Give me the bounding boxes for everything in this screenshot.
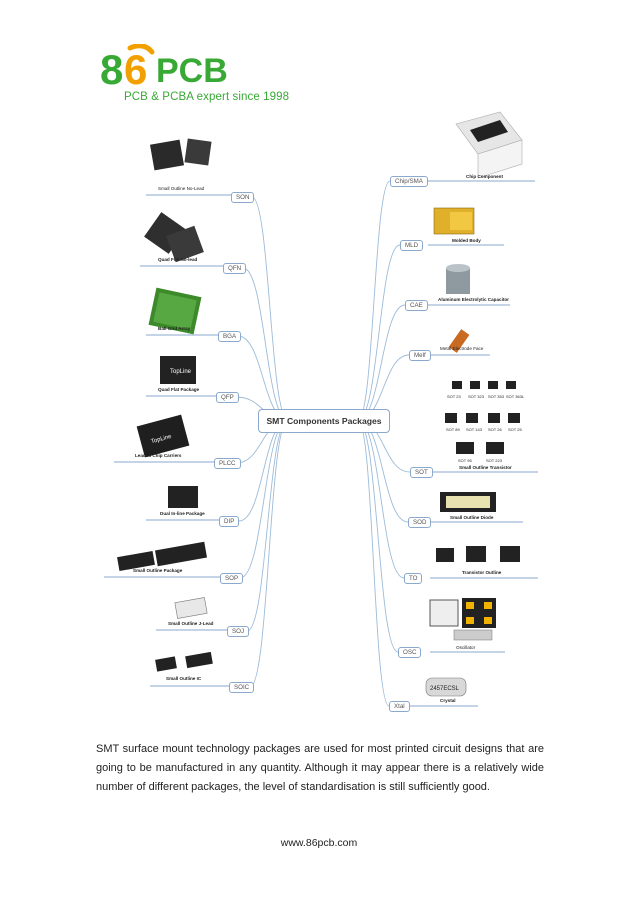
svg-text:8: 8 [100,46,123,93]
caption-sot: Small Outline Transistor [459,465,512,470]
caption-osc: Oscillator [456,645,476,650]
sot-label: SOT 23 [447,394,461,399]
sot-image: SOT 23 SOT 323 SOT 353 SOT 363L SOT 89 S… [445,381,525,463]
chip-image [455,111,523,179]
node-sod: SOD [408,517,432,528]
qfn-image [144,212,204,263]
connector-line [357,419,409,523]
node-xtal: Xtal [389,701,410,712]
node-chip-sma: Chip/SMA [390,176,428,187]
dip-image [168,486,198,508]
svg-text:TopLine: TopLine [170,369,192,375]
melf-image [448,329,470,353]
node-qfp: QFP [216,392,239,403]
connector-line [357,419,399,653]
caption-soic: Small Outline IC [166,676,202,681]
svg-text:6: 6 [124,46,147,93]
sot-label: SOT 363L [506,394,525,399]
node-plcc: PLCC [214,458,241,469]
node-to: TO [404,573,423,584]
sot-label: SOT 223 [486,458,503,463]
node-sop: SOP [220,573,244,584]
connector-line [249,419,289,688]
svg-text:PCB: PCB [156,52,228,90]
sot-label: SOT 143 [466,427,483,432]
connector-line [357,244,401,421]
connector-line [246,419,289,632]
center-node: SMT Components Packages [258,409,390,433]
to-image [436,546,520,562]
qfp-image: TopLine [160,356,196,384]
sot-label: SOT 323 [468,394,485,399]
mld-image [433,207,475,235]
caption-plcc: Leaded Chip Carriers [135,453,182,458]
sot-label: SOT 89 [446,427,460,432]
sod-image [440,492,496,512]
logo-graphic: 8 6 PCB [100,44,228,93]
sot-label: SOT 25 [508,427,522,432]
osc-image [429,598,496,641]
caption-dip: Dual In-line Package [160,511,205,516]
sot-label: SOT 353 [488,394,505,399]
caption-bga: Ball Grid Array [158,326,191,331]
plcc-image: TopLine [136,414,190,458]
node-mld: MLD [400,240,424,251]
mindmap-diagram: TopLine TopLine [104,111,538,707]
caption-xtal: Crystal [440,698,456,703]
caption-son: Small Outline No-Lead [158,186,205,191]
bga-image [148,287,202,335]
caption-melf: Metal Electrode Face [440,346,484,351]
node-bga: BGA [218,331,242,342]
caption-qfn: Quad Flat No-lead [158,257,198,262]
sop-image [117,541,208,572]
connector-line [237,335,289,421]
node-dip: DIP [219,516,240,527]
node-qfn: QFN [223,263,247,274]
node-son: SON [231,192,255,203]
son-image [149,138,212,171]
crystal-marking: 2457ECSL [430,686,460,692]
sot-label: SOT 95 [458,458,472,463]
sot-label: SOT 26 [488,427,502,432]
node-soj: SOJ [227,626,250,637]
caption-chip: Chip Component [466,174,503,179]
connector-line [239,419,289,579]
footer-url: www.86pcb.com [280,837,358,849]
logo-tagline: PCB & PCBA expert since 1998 [124,91,290,103]
cae-image [446,264,470,294]
xtal-image: 2457ECSL [425,677,467,697]
connector-line [251,196,289,421]
caption-soj: Small Outline J-Lead [168,621,214,626]
node-cae: CAE [405,300,428,311]
caption-mld: Molded Body [452,238,481,243]
body-paragraph: SMT surface mount technology packages ar… [96,743,544,793]
caption-cae: Aluminum Electrolytic Capacitor [438,297,509,302]
node-sot: SOT [410,467,433,478]
node-osc: OSC [398,647,422,658]
caption-sod: Small Outline Diode [450,515,494,520]
caption-sop: Small Outline Package [133,568,183,573]
node-melf: Melf [409,350,431,361]
caption-to: Transistor Outline [462,570,502,575]
soic-image [155,651,213,672]
soj-image [174,597,208,619]
caption-qfp: Quad Flat Package [158,387,200,392]
svg-text:TopLine: TopLine [150,434,172,445]
connector-line [357,419,390,707]
node-soic: SOIC [229,682,255,693]
